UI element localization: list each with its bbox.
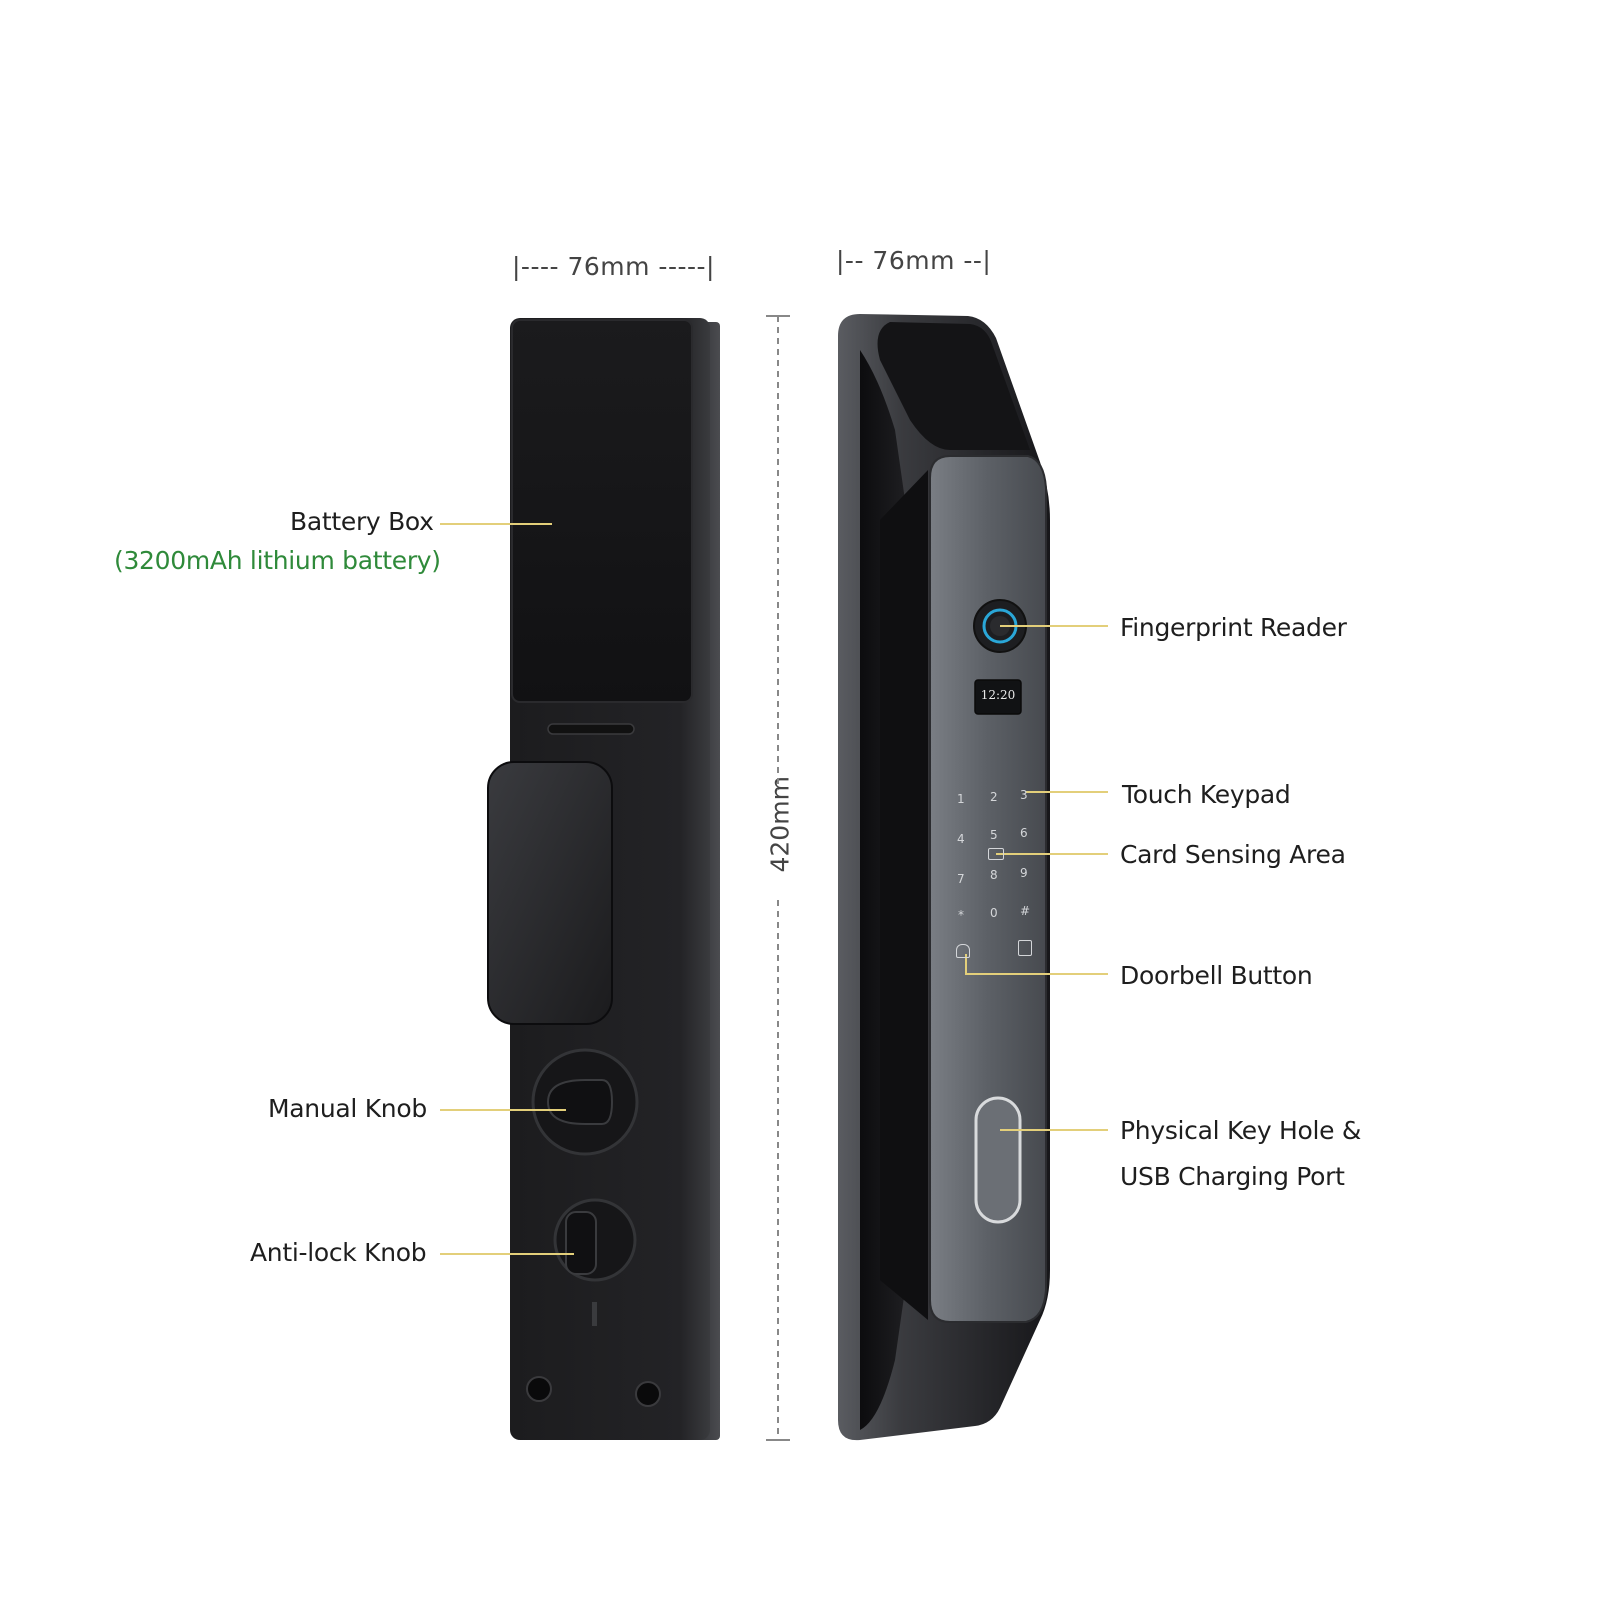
key-3[interactable]: 3 <box>1020 788 1028 802</box>
label-key-hole-line1: Physical Key Hole & <box>1120 1116 1362 1145</box>
width-dimension-back: |---- 76mm -----| <box>512 252 715 281</box>
label-key-hole-line2: USB Charging Port <box>1120 1162 1345 1191</box>
leader-lines <box>440 523 1108 1255</box>
front-panel <box>838 314 1050 1441</box>
back-handle <box>487 761 613 1025</box>
manual-knob <box>546 1079 614 1125</box>
vent-slot <box>547 723 635 735</box>
lock-icon[interactable] <box>1018 940 1032 956</box>
height-dimension-line <box>766 315 790 1441</box>
key-0[interactable]: 0 <box>990 906 998 920</box>
battery-box-cover <box>511 319 693 703</box>
label-battery-box: Battery Box <box>290 507 434 536</box>
key-1[interactable]: 1 <box>957 792 965 806</box>
key-5[interactable]: 5 <box>990 828 998 842</box>
key-2[interactable]: 2 <box>990 790 998 804</box>
key-hash[interactable]: # <box>1020 904 1031 918</box>
label-card-sensing-area: Card Sensing Area <box>1120 840 1346 869</box>
width-dimension-front: |-- 76mm --| <box>836 246 992 275</box>
label-manual-knob: Manual Knob <box>268 1094 427 1123</box>
label-battery-spec: (3200mAh lithium battery) <box>114 546 441 575</box>
key-8[interactable]: 8 <box>990 868 998 882</box>
key-star[interactable]: * <box>958 908 964 922</box>
key-4[interactable]: 4 <box>957 832 965 846</box>
key-9[interactable]: 9 <box>1020 866 1028 880</box>
screw-hole-left <box>526 1376 552 1402</box>
back-panel <box>487 318 720 1440</box>
anti-lock-knob <box>565 1211 597 1275</box>
card-icon <box>988 848 1004 860</box>
label-fingerprint-reader: Fingerprint Reader <box>1120 613 1347 642</box>
lcd-display <box>974 679 1022 715</box>
key-7[interactable]: 7 <box>957 872 965 886</box>
key-hole-cover <box>974 1096 1022 1224</box>
screw-hole-right <box>635 1381 661 1407</box>
front-face-panel <box>929 455 1047 1323</box>
label-anti-lock-knob: Anti-lock Knob <box>250 1238 427 1267</box>
bell-icon[interactable] <box>956 944 970 958</box>
label-doorbell-button: Doorbell Button <box>1120 961 1313 990</box>
key-6[interactable]: 6 <box>1020 826 1028 840</box>
label-touch-keypad: Touch Keypad <box>1122 780 1291 809</box>
display-time: 12:20 <box>980 688 1016 702</box>
